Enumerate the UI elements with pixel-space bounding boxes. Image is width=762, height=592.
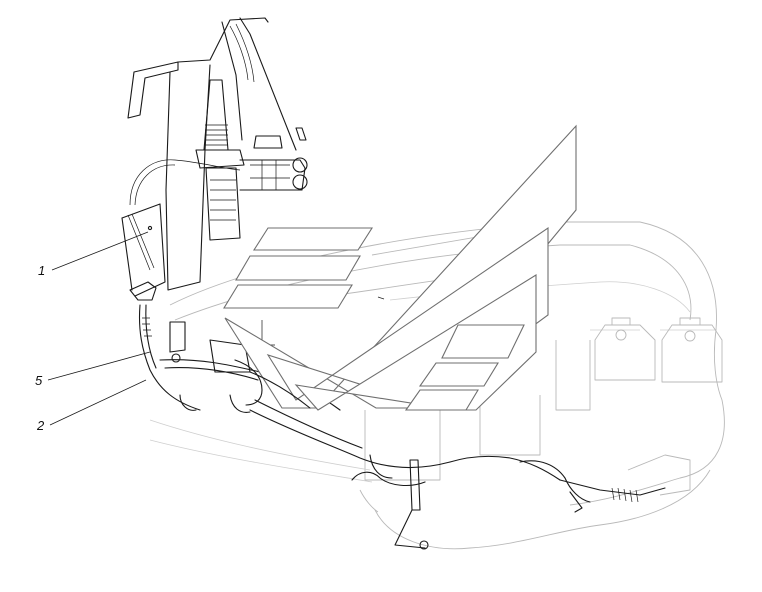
watermark-logo: [223, 124, 577, 411]
watermark-small-bar-1: [441, 324, 525, 359]
leader-line-1: [51, 231, 149, 271]
pedal-bracket: [121, 203, 166, 301]
watermark-small-bar-3: [404, 389, 479, 411]
callout-label-5: 5: [35, 373, 43, 388]
foreground-overlap-lines: [249, 296, 385, 409]
battery-right: [661, 317, 723, 383]
callout-label-2: 2: [37, 418, 45, 433]
watermark-bar-3: [223, 284, 353, 309]
watermark-bar-1: [252, 227, 374, 251]
callout-label-1: 1: [38, 263, 46, 278]
battery-left: [594, 317, 656, 381]
leader-line-5: [47, 351, 151, 381]
leader-line-2: [49, 379, 147, 426]
hose-assembly: [138, 304, 666, 550]
watermark-bar-2: [235, 255, 361, 281]
cab-panel: [127, 17, 297, 291]
watermark-small-bar-2: [418, 362, 499, 387]
steering-column: [195, 79, 308, 241]
wiring-loop: [129, 159, 241, 206]
